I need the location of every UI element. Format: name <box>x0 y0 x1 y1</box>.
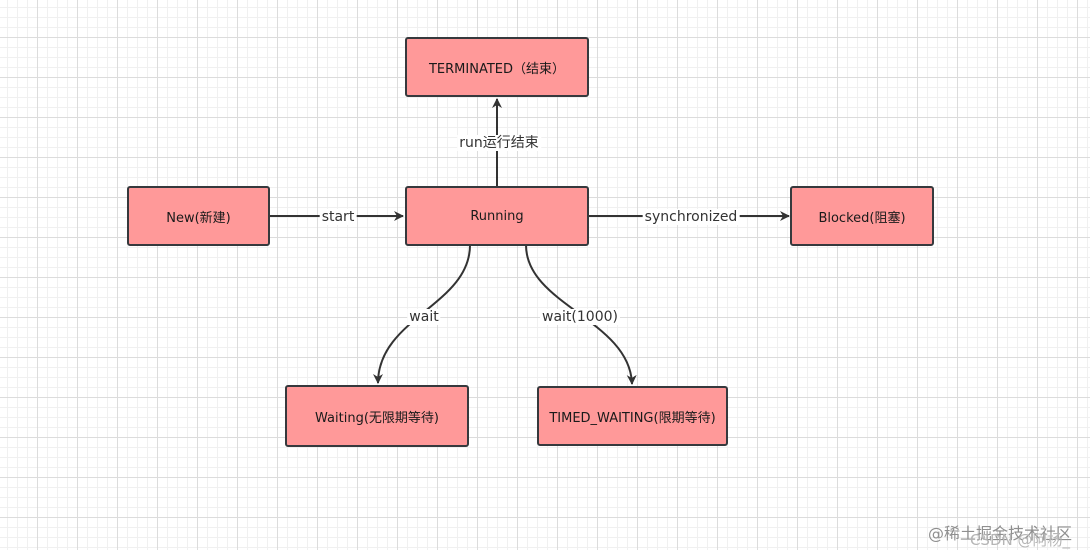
node-waiting: Waiting(无限期等待) <box>285 385 469 447</box>
watermark-sub: CSDN @阿杨_ <box>969 531 1070 549</box>
node-timed-waiting: TIMED_WAITING(限期等待) <box>537 386 728 446</box>
label-run-end: run运行结束 <box>457 135 541 151</box>
node-new: New(新建) <box>127 186 270 246</box>
label-start: start <box>319 209 357 225</box>
watermark: @稀土掘金技术社区 <box>927 524 1072 543</box>
label-synchronized: synchronized <box>642 209 740 225</box>
node-running: Running <box>405 186 589 246</box>
label-wait: wait <box>407 309 441 325</box>
label-wait-timed: wait(1000) <box>540 309 620 325</box>
node-terminated: TERMINATED（结束） <box>405 37 589 97</box>
node-blocked: Blocked(阻塞) <box>790 186 934 246</box>
